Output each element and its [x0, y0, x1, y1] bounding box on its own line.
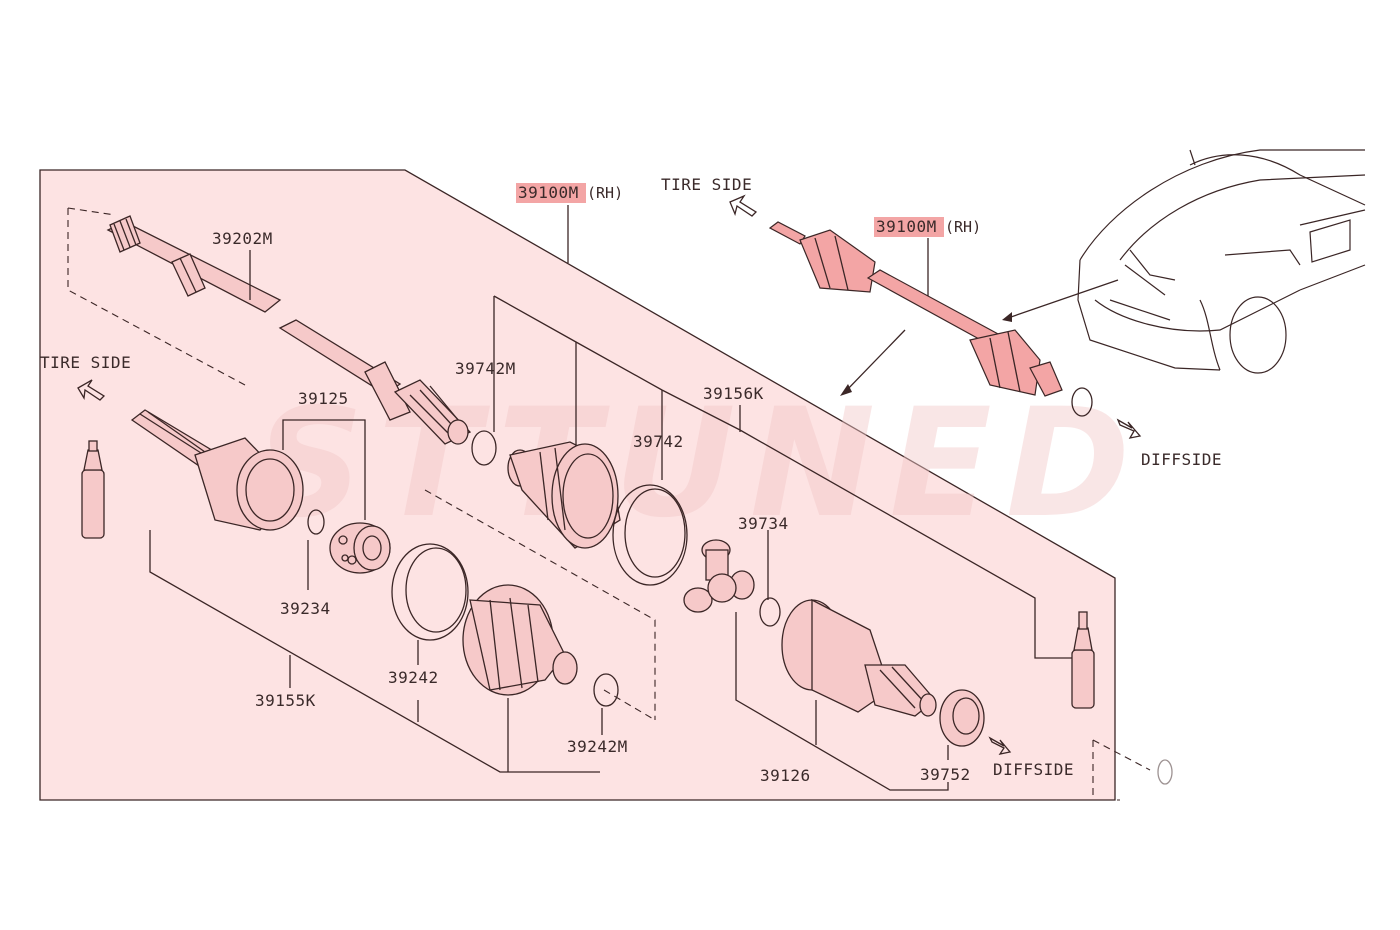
tire-side-arrow-inset [729, 194, 758, 217]
inner-cv-joint [781, 598, 937, 717]
label-39742: 39742 [633, 432, 684, 451]
grease-tube-left [81, 440, 105, 539]
tire-side-label-inset: TIRE SIDE [661, 175, 752, 194]
bearing-cage [329, 522, 391, 574]
boot-band-inner-large [612, 484, 688, 586]
grease-tube-right [1071, 611, 1095, 709]
inset-arrow-down [844, 329, 906, 393]
highlight-39100M-main [516, 183, 586, 203]
label-39100M-inset: 39100M [876, 217, 937, 236]
label-39125: 39125 [298, 389, 349, 408]
label-39234: 39234 [280, 599, 331, 618]
label-39742M: 39742M [455, 359, 516, 378]
diff-side-arrow-main [988, 736, 1012, 755]
tire-side-label-main: TIRE SIDE [40, 353, 131, 372]
label-rh-main: (RH) [587, 184, 623, 202]
inset-shield [1071, 387, 1093, 417]
tripod-spider [683, 539, 755, 613]
dust-shield [939, 689, 985, 747]
label-39126: 39126 [760, 766, 811, 785]
axle-shaft [106, 215, 472, 445]
car-illustration [1077, 149, 1366, 374]
boot-band-outer-small [593, 673, 619, 707]
label-39100M-main: 39100M [518, 183, 579, 202]
label-39156K: 39156K [703, 384, 764, 403]
label-39752: 39752 [920, 765, 971, 784]
label-39242M: 39242M [567, 737, 628, 756]
snap-ring-inner [759, 597, 781, 627]
highlight-39100M-inset [874, 217, 944, 237]
tire-side-arrow-main [77, 379, 106, 401]
label-39242: 39242 [388, 668, 439, 687]
assembly-illustration [768, 221, 1063, 397]
diff-side-label-inset: DIFFSIDE [1141, 450, 1222, 469]
diff-side-arrow-inset [1116, 418, 1142, 439]
label-39734: 39734 [738, 514, 789, 533]
outer-cv-joint [130, 409, 304, 531]
diff-side-label-main: DIFFSIDE [993, 760, 1074, 779]
label-39202M: 39202M [212, 229, 273, 248]
label-39155K: 39155K [255, 691, 316, 710]
label-rh-inset: (RH) [945, 218, 981, 236]
snap-ring-outer [307, 509, 325, 535]
boot-inner [507, 441, 621, 549]
boot-band-outer-large [391, 543, 469, 641]
boot-outer [462, 584, 578, 696]
boot-band-inner-small [471, 430, 497, 466]
